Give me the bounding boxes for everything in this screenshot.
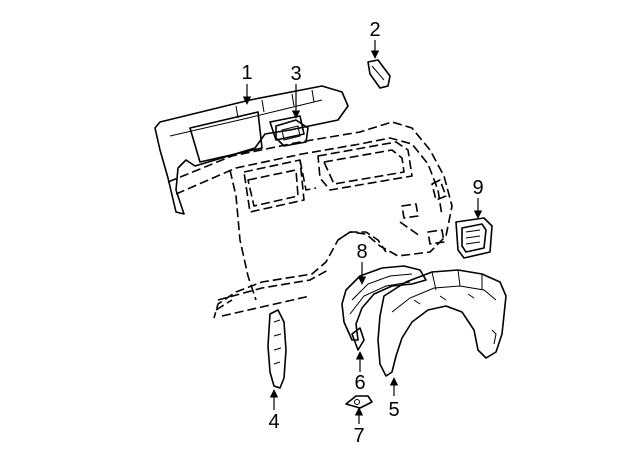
callout-3: 3	[290, 63, 301, 85]
callout-6: 6	[354, 372, 365, 394]
mud-flap-clip	[345, 395, 373, 409]
pillar-reinforcement	[267, 309, 287, 389]
inner-wheelhouse	[377, 269, 507, 377]
roof-rail-frame	[154, 85, 349, 215]
callout-9: 9	[472, 177, 483, 199]
fuel-door	[455, 217, 493, 259]
small-clip	[367, 59, 391, 89]
callout-7: 7	[353, 425, 364, 447]
outer-wheelhouse	[341, 265, 427, 341]
quarter-panel-outline	[167, 121, 453, 319]
bracket	[275, 119, 309, 147]
callout-2: 2	[369, 19, 380, 41]
callout-1: 1	[241, 62, 252, 84]
wheelhouse-splash	[351, 327, 365, 351]
callout-8: 8	[356, 241, 367, 263]
callout-4: 4	[268, 411, 279, 433]
callout-5: 5	[388, 399, 399, 421]
